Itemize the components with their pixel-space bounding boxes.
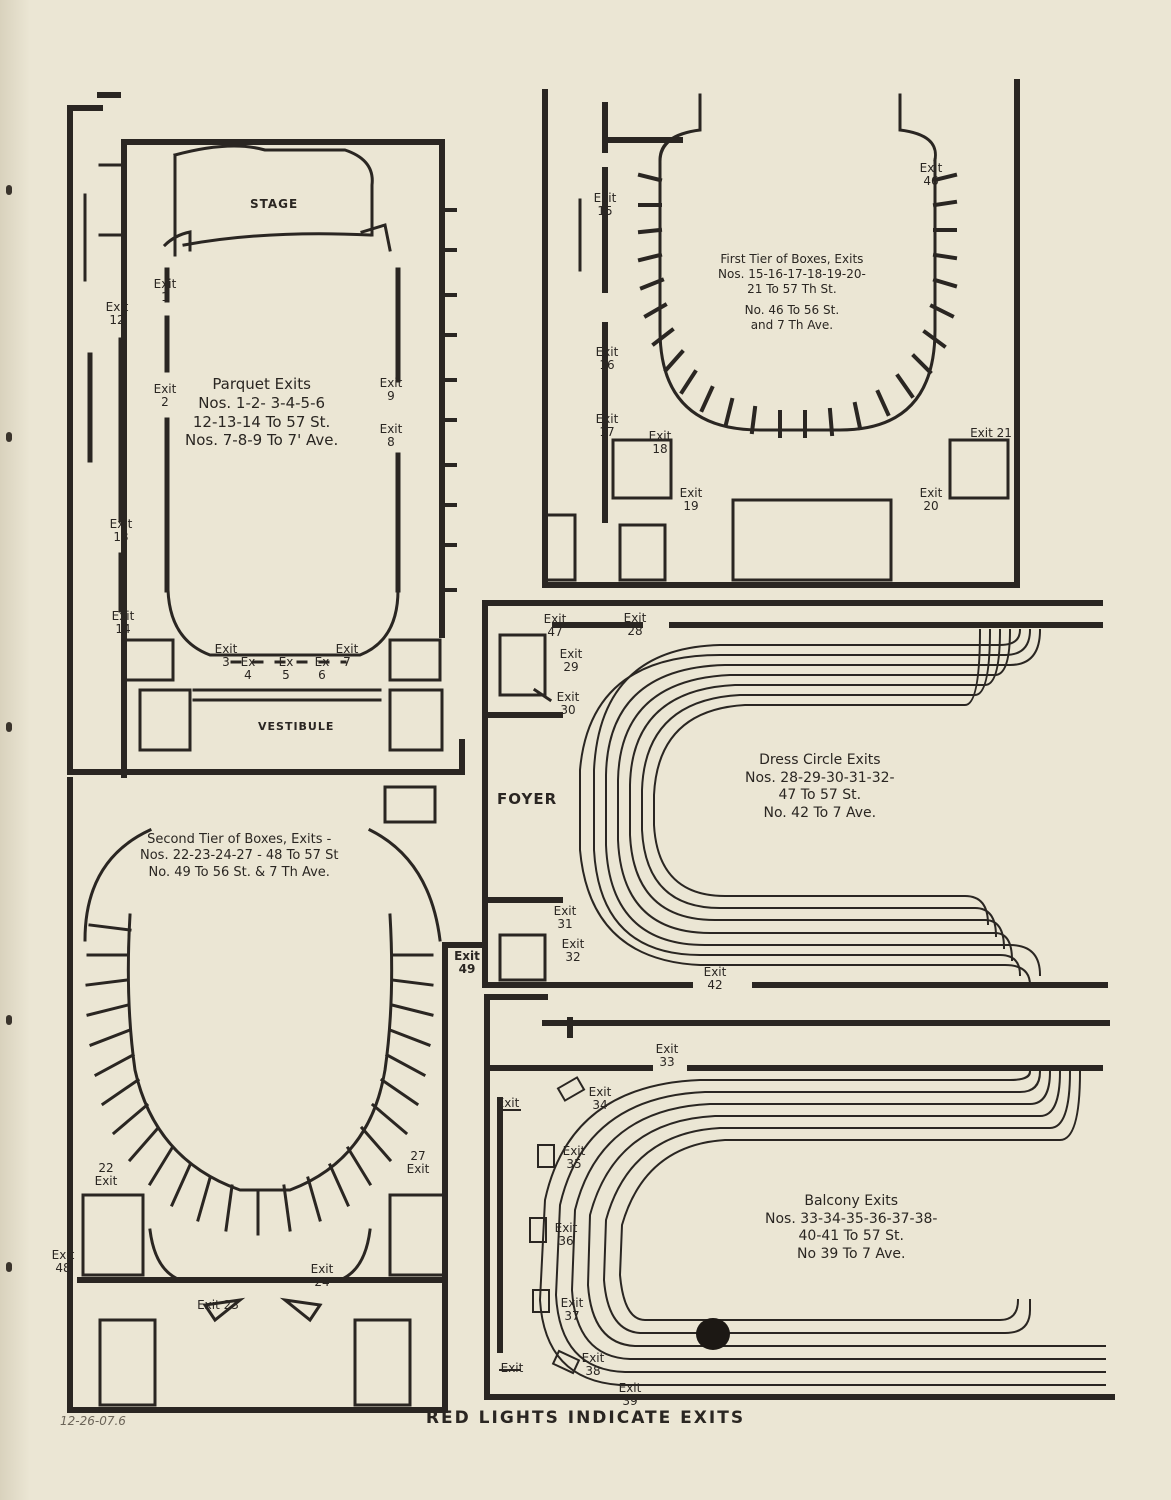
ink-stain [696,1318,730,1350]
exit-19-label: Exit 19 [679,486,703,513]
second-tier-line: Nos. 22-23-24-27 - 48 To 57 St [140,848,339,864]
dress-circle-plan [482,600,1108,988]
exit-39-label: Exit 39 [618,1381,642,1408]
exit-7-label: Exit 7 [335,642,359,669]
first-tier-title: First Tier of Boxes, Exits [720,252,864,266]
first-tier-curve [658,158,937,432]
balcony-exits-block: Balcony Exits Nos. 33-34-35-36-37-38- 40… [765,1193,937,1263]
exit-24-label: Exit 24 [310,1262,334,1289]
exit-20-label: Exit 20 [919,486,943,513]
exit-balcony-lower-label: Exit [500,1361,524,1375]
balcony-title: Balcony Exits [804,1193,899,1209]
dress-circle-line: Nos. 28-29-30-31-32- [745,769,895,786]
exit-38-label: Exit 38 [581,1351,605,1378]
parquet-line: Nos. 7-8-9 To 7' Ave. [185,431,339,450]
first-tier-exits-block: First Tier of Boxes, Exits Nos. 15-16-17… [718,252,866,333]
exit-15-label: Exit 15 [593,191,617,218]
exit-31-label: Exit 31 [553,904,577,931]
first-tier-line: Nos. 15-16-17-18-19-20- [718,267,866,281]
exit-14-label: Exit 14 [111,609,135,636]
exit-32-label: Exit 32 [561,937,585,964]
exit-5-label: Ex 5 [278,655,294,682]
exit-47-label: Exit 47 [543,612,567,639]
exit-29-label: Exit 29 [559,647,583,674]
exit-36-label: Exit 36 [554,1221,578,1248]
dress-circle-line: No. 42 To 7 Ave. [763,804,877,821]
exit-12-label: Exit 12 [105,300,129,327]
stage-label: STAGE [250,197,299,211]
exit-1-label: Exit 1 [153,277,177,304]
exit-21-label: Exit 21 [970,426,1012,440]
exit-4-label: Ex 4 [240,655,256,682]
binder-hole [6,432,12,442]
vestibule-label: VESTIBULE [258,720,335,733]
second-tier-left-wall [83,828,152,942]
exit-16-label: Exit 16 [595,345,619,372]
exit-37-label: Exit 37 [560,1296,584,1323]
exit-33-label: Exit 33 [655,1042,679,1069]
second-tier-exits-block: Second Tier of Boxes, Exits - Nos. 22-23… [140,832,338,881]
second-tier-line: No. 49 To 56 St. & 7 Th Ave. [148,864,330,880]
exit-28-label: Exit 28 [623,611,647,638]
exit-22-label: 22 Exit [94,1161,118,1188]
second-tier-plan [67,777,483,1413]
binder-hole [6,1015,12,1025]
exit-17-label: Exit 17 [595,412,619,439]
parquet-floor-curve [166,588,400,657]
binder-hole [6,722,12,732]
exit-23-label: Exit 23 [197,1298,239,1312]
second-tier-box-partitions [85,923,434,1236]
exit-2-label: Exit 2 [153,382,177,409]
balcony-plan [484,994,1115,1400]
exit-3-label: Exit 3 [214,642,238,669]
second-tier-curve [126,913,394,1192]
balcony-line: Nos. 33-34-35-36-37-38- [765,1210,938,1227]
page-fold-shadow [0,0,30,1500]
exit-42-label: Exit 42 [703,965,727,992]
dress-circle-title: Dress Circle Exits [759,752,881,768]
first-tier-line: No. 46 To 56 St. [744,303,840,317]
footer-caption: RED LIGHTS INDICATE EXITS [425,1408,746,1428]
exit-46-label: Exit 46 [919,161,943,188]
balcony-rows [538,1070,1106,1386]
first-tier-line: 21 To 57 Th St. [747,282,837,296]
parquet-title: Parquet Exits [212,375,311,393]
exit-27-label: 27 Exit [406,1149,430,1176]
parquet-line: 12-13-14 To 57 St. [192,412,331,431]
exit-35-label: Exit 35 [562,1144,586,1171]
exit-34-label: Exit 34 [588,1085,612,1112]
exit-49-label: Exit 49 [454,949,480,976]
stage-outline [173,144,374,237]
first-tier-box-partitions [637,172,958,438]
first-tier-plan [542,79,1020,588]
dress-circle-exits-block: Dress Circle Exits Nos. 28-29-30-31-32- … [745,752,895,822]
handwritten-note: 12-26-07.6 [60,1414,126,1428]
exit-18-label: Exit 18 [648,429,672,456]
exit-48-label: Exit 48 [51,1248,75,1275]
binder-hole [6,1262,12,1272]
exit-13-label: Exit 13 [109,517,133,544]
exit-6-label: Ex 6 [314,655,330,682]
dress-circle-rows [579,628,1042,987]
exit-9-label: Exit 9 [379,376,403,403]
exit-balcony-upper-label: Exit [496,1096,520,1110]
parquet-line: Nos. 1-2- 3-4-5-6 [198,393,326,412]
binder-hole [6,185,12,195]
parquet-exits-block: Parquet Exits Nos. 1-2- 3-4-5-6 12-13-14… [185,375,338,450]
dress-circle-line: 47 To 57 St. [778,787,862,803]
foyer-label: FOYER [497,790,558,808]
first-tier-line: and 7 Th Ave. [750,318,834,332]
second-tier-title: Second Tier of Boxes, Exits - [147,832,332,847]
balcony-line: No 39 To 7 Ave. [797,1245,906,1262]
exit-8-label: Exit 8 [379,422,403,449]
balcony-line: 40-41 To 57 St. [798,1228,904,1244]
exit-30-label: Exit 30 [556,690,580,717]
